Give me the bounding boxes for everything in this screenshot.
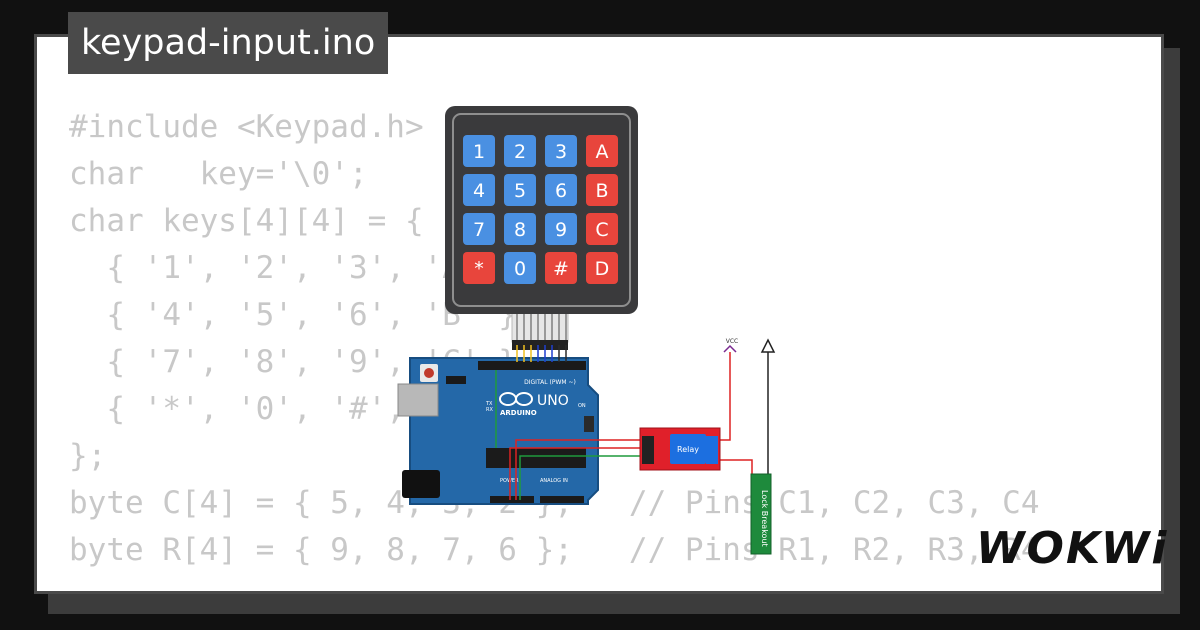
key-D[interactable]: D (586, 252, 618, 284)
key-3[interactable]: 3 (545, 135, 577, 167)
lock-label: Lock Breakout (760, 490, 769, 547)
board-logo: UNO (537, 393, 569, 409)
key-label: A (596, 141, 609, 163)
usb-port (397, 383, 439, 417)
vcc-symbol: VCC (723, 338, 738, 353)
vcc-label: VCC (726, 338, 738, 345)
key-label: 0 (514, 258, 526, 280)
key-9[interactable]: 9 (545, 213, 577, 245)
key-label: 6 (555, 180, 567, 202)
board-brand: ARDUINO (500, 409, 537, 417)
key-label: 2 (514, 141, 526, 163)
key-label: 4 (473, 180, 485, 202)
key-6[interactable]: 6 (545, 174, 577, 206)
key-label: # (553, 258, 569, 280)
relay-module[interactable]: Relay (639, 427, 721, 471)
key-label: D (595, 258, 610, 280)
atmega-chip (486, 448, 586, 468)
keypad-keys[interactable]: 1 2 3 A 4 5 6 B 7 8 9 C * 0 # D (463, 135, 618, 284)
key-label: 8 (514, 219, 526, 241)
arduino-uno-board[interactable]: DIGITAL (PWM ~) UNO ARDUINO TX RX ON POW… (397, 357, 599, 505)
keypad[interactable]: 1 2 3 A 4 5 6 B 7 8 9 C * 0 # D (445, 106, 638, 314)
relay-label: Relay (677, 445, 699, 454)
key-2[interactable]: 2 (504, 135, 536, 167)
keypad-connector (511, 311, 569, 350)
digital-header (478, 361, 586, 370)
file-title-tab[interactable]: keypad-input.ino (68, 12, 389, 74)
key-label: 3 (555, 141, 567, 163)
code-line: char keys[4][4] = { (69, 203, 424, 239)
key-4[interactable]: 4 (463, 174, 495, 206)
key-A[interactable]: A (586, 135, 618, 167)
key-*[interactable]: * (463, 252, 495, 284)
on-label: ON (578, 403, 586, 409)
code-line: }; (69, 438, 107, 474)
code-line: byte R[4] = { 9, 8, 7, 6 }; // Pins R1, … (69, 532, 1040, 568)
key-label: 9 (555, 219, 567, 241)
key-7[interactable]: 7 (463, 213, 495, 245)
key-0[interactable]: 0 (504, 252, 536, 284)
power-jack (402, 470, 440, 498)
wokwi-logo[interactable]: WOKWi (976, 523, 1169, 574)
key-label: B (595, 180, 608, 202)
key-#[interactable]: # (545, 252, 577, 284)
key-label: 5 (514, 180, 526, 202)
key-5[interactable]: 5 (504, 174, 536, 206)
key-label: 7 (473, 219, 485, 241)
key-8[interactable]: 8 (504, 213, 536, 245)
wires (495, 345, 769, 500)
rx-label: RX (486, 407, 493, 413)
key-1[interactable]: 1 (463, 135, 495, 167)
key-C[interactable]: C (586, 213, 618, 245)
arduino-infinity-icon (499, 392, 533, 406)
key-label: 1 (473, 141, 485, 163)
key-B[interactable]: B (586, 174, 618, 206)
analog-label: ANALOG IN (540, 478, 568, 484)
lock-breakout[interactable]: Lock Breakout (750, 473, 772, 555)
key-label: * (474, 258, 484, 280)
digital-label: DIGITAL (PWM ~) (524, 379, 576, 386)
tx-label: TX (485, 401, 493, 407)
ground-arrow-icon (760, 338, 776, 353)
key-label: C (595, 219, 608, 241)
code-line: #include <Keypad.h> (69, 109, 424, 145)
code-line: char key='\0'; (69, 156, 368, 192)
